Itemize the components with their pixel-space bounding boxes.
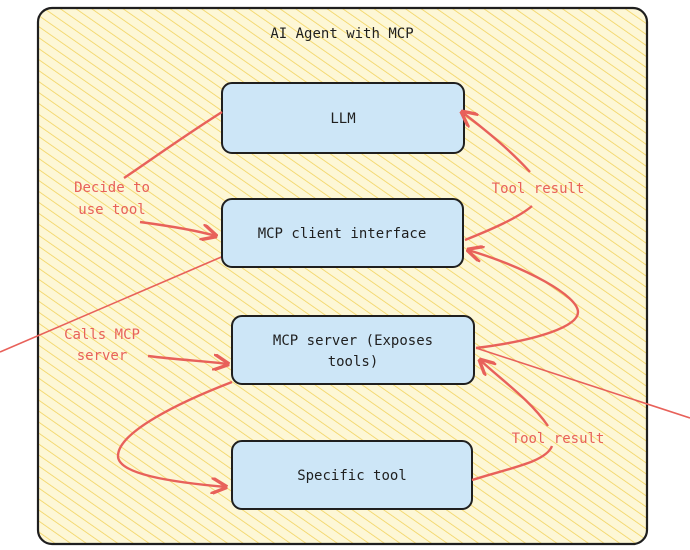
edge-label-decide-line1: Decide to — [74, 180, 150, 196]
arrow-client-to-label — [464, 205, 533, 242]
arrow-llm-to-client — [123, 110, 223, 179]
node-mcp-server-label-line2: tools) — [328, 354, 379, 370]
arrow-decide-to-client — [139, 220, 216, 236]
edge-label-decide-line2: use tool — [78, 202, 145, 218]
arrow-tool-result-to-server — [480, 360, 549, 427]
edge-label-calls-line1: Calls MCP — [64, 327, 140, 343]
node-specific-tool: Specific tool — [231, 440, 473, 510]
agent-frame — [36, 6, 649, 546]
node-llm: LLM — [221, 82, 465, 154]
node-mcp-client-label: MCP client interface — [258, 226, 427, 242]
diagram-title: AI Agent with MCP — [270, 26, 413, 42]
arrow-tool-result-to-llm — [462, 112, 531, 173]
node-mcp-client: MCP client interface — [221, 198, 464, 268]
node-mcp-server-label-line1: MCP server (Exposes — [273, 333, 433, 349]
edge-label-tool-result-lower: Tool result — [512, 431, 605, 447]
stray-line-left — [0, 254, 227, 353]
arrow-calls-to-server — [147, 356, 228, 364]
edge-label-tool-result-upper: Tool result — [492, 181, 585, 197]
arrow-tool-to-label — [471, 445, 554, 482]
node-llm-label: LLM — [330, 111, 355, 127]
stray-line-right — [475, 347, 690, 419]
arrow-server-to-tool — [116, 380, 233, 487]
arrow-server-to-client — [468, 250, 580, 350]
node-mcp-server: MCP server (Exposes tools) — [231, 315, 475, 385]
edge-label-calls-line2: server — [77, 348, 128, 364]
node-specific-tool-label: Specific tool — [297, 468, 407, 484]
